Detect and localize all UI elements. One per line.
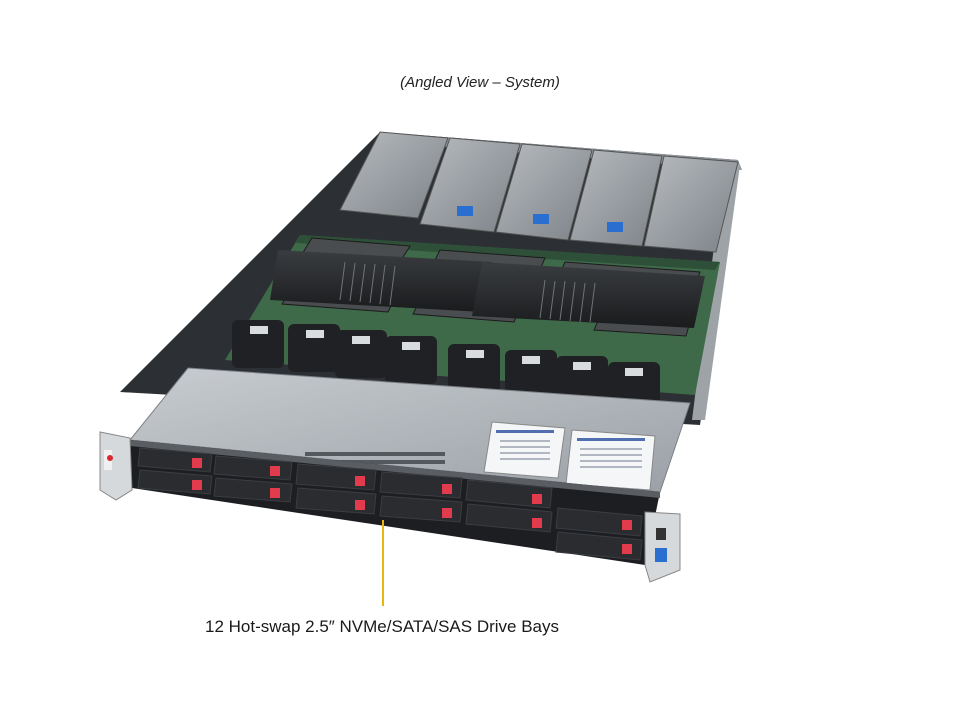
drive-bay	[379, 495, 463, 523]
callout-line	[382, 520, 384, 606]
rear-modules	[339, 131, 739, 253]
drive-bay	[465, 503, 553, 533]
drive-bays-callout-label: 12 Hot-swap 2.5″ NVMe/SATA/SAS Drive Bay…	[205, 617, 560, 636]
fan-row	[232, 320, 660, 410]
drive-release-tabs	[192, 458, 632, 554]
rack-ears	[99, 431, 681, 583]
front-cover	[129, 367, 691, 493]
view-caption: (Angled View – System)	[400, 74, 560, 91]
drive-bay	[379, 471, 463, 499]
drive-bay	[555, 531, 643, 561]
drive-bay	[465, 479, 553, 509]
drive-bay	[555, 507, 643, 537]
heatsinks	[270, 250, 705, 328]
